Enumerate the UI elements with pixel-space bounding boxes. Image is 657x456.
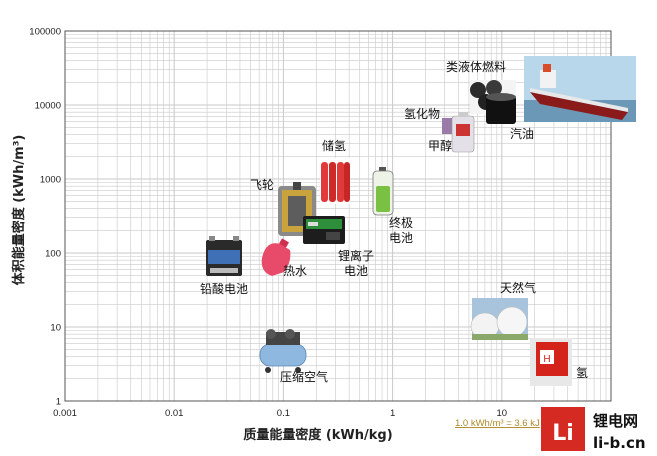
gas-cylinders-icon [320, 158, 350, 204]
gas-tanks-icon [470, 298, 528, 340]
hydride-bottle-icon [442, 112, 475, 153]
label-hydrogen-storage: 储氢 [322, 138, 346, 153]
label-compressed-air: 压缩空气 [280, 369, 328, 384]
x-tick-label: 0.01 [165, 408, 184, 419]
tick-labels: 0.001 0.01 0.1 1 10 100000 10000 1000 100 10 1 [29, 27, 507, 420]
hydrogen-box-icon: H [530, 338, 572, 386]
x-tick-label: 10 [497, 408, 508, 419]
y-tick-label: 100 [45, 249, 61, 260]
label-ultimate-battery-line1: 终极 [389, 215, 413, 230]
unit-note: 1.0 kWh/m³ = 3.6 kJ [455, 418, 540, 429]
y-tick-label: 10000 [35, 101, 61, 112]
watermark-logo-box [541, 407, 585, 451]
watermark-site: li-b.cn [593, 434, 646, 452]
watermark: Li 锂电网 li-b.cn [541, 407, 646, 452]
y-tick-label: 10 [50, 323, 61, 334]
watermark-brand: 锂电网 [593, 412, 638, 430]
plot-frame [64, 30, 612, 402]
x-axis-title: 质量能量密度 (kWh/kg) [243, 427, 392, 443]
label-lead-acid: 铅酸电池 [200, 281, 248, 296]
label-flywheel: 飞轮 [250, 178, 274, 192]
label-hot-water: 热水 [283, 264, 307, 278]
label-ultimate-battery-line2: 电池 [389, 231, 413, 245]
battery-icon [372, 167, 394, 216]
car-battery-icon [206, 236, 242, 276]
label-li-ion-line2: 电池 [344, 264, 368, 278]
label-ultimate-battery: 终极 电池 [389, 215, 417, 245]
label-hydrogen: 氢 [576, 365, 588, 380]
li-ion-battery-icon [303, 216, 345, 244]
watermark-logo-letter: Li [552, 421, 574, 446]
y-axis-title: 体积能量密度 (kWh/m³) [11, 135, 27, 286]
x-tick-label: 0.1 [277, 408, 290, 419]
fuel-barrels-icon [470, 80, 516, 124]
air-compressor-icon [259, 329, 307, 373]
y-tick-label: 1000 [40, 175, 61, 186]
label-methanol: 甲醇 [428, 138, 452, 153]
label-natural-gas: 天然气 [500, 280, 536, 295]
x-tick-label: 0.001 [53, 408, 77, 419]
hot-water-bottle-icon [261, 238, 291, 276]
oil-tanker-icon [524, 56, 636, 122]
y-tick-label: 1 [56, 397, 61, 408]
x-tick-label: 1 [390, 408, 395, 419]
label-gasoline: 汽油 [510, 126, 534, 141]
label-liquid-fuels: 类液体燃料 [446, 59, 506, 74]
label-hydride: 氢化物 [404, 106, 440, 121]
label-li-ion: 锂离子 电池 [338, 248, 378, 278]
y-tick-label: 100000 [29, 27, 61, 38]
svg-text:H: H [543, 354, 550, 365]
label-li-ion-line1: 锂离子 [338, 248, 374, 263]
